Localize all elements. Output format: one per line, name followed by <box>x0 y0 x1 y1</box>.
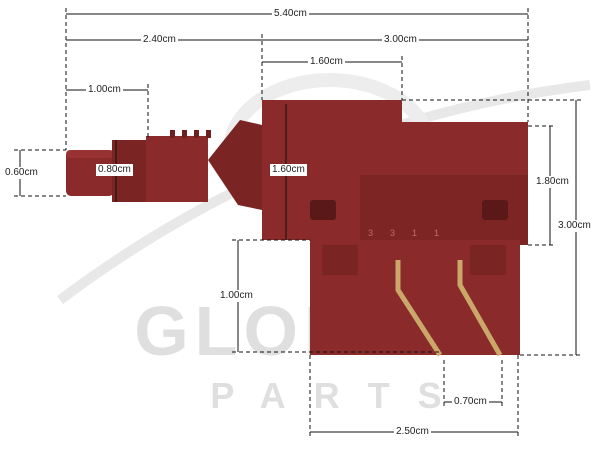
left-window-slot <box>310 200 336 220</box>
label-plunger-collar: 0.80cm <box>96 164 133 176</box>
label-pin-spacing: 0.70cm <box>452 396 489 408</box>
label-base-height: 1.00cm <box>218 290 255 302</box>
watermark-brand-bottom: PARTS <box>210 375 469 416</box>
pin-number-1: 3 <box>368 228 373 238</box>
latch-arrow <box>208 120 262 210</box>
plunger-highlight <box>66 150 114 158</box>
label-body-total-height: 3.00cm <box>556 220 593 232</box>
label-body-upper-height: 1.80cm <box>534 176 571 188</box>
plunger-ribs <box>170 130 211 138</box>
terminal-pin-left <box>395 260 443 357</box>
pin-number-2: 3 <box>390 228 395 238</box>
label-body-front-height: 1.60cm <box>270 164 307 176</box>
label-plunger-diameter: 0.60cm <box>3 167 40 179</box>
label-plunger-section: 2.40cm <box>141 34 178 46</box>
plunger-shaft <box>146 136 208 202</box>
label-total-length: 5.40cm <box>272 8 309 20</box>
switch-component: 3 3 1 1 <box>66 100 528 357</box>
label-top-step: 1.60cm <box>308 56 345 68</box>
label-plunger-tip: 1.00cm <box>86 84 123 96</box>
pin-number-4: 1 <box>434 228 439 238</box>
base-notch-left <box>322 245 358 275</box>
pin-number-3: 1 <box>412 228 417 238</box>
base-notch-right <box>470 245 506 275</box>
right-window-slot <box>482 200 508 220</box>
plunger-tip <box>66 150 114 196</box>
label-body-length: 3.00cm <box>382 34 419 46</box>
label-base-width: 2.50cm <box>394 426 431 438</box>
terminal-pin-right <box>457 260 503 357</box>
